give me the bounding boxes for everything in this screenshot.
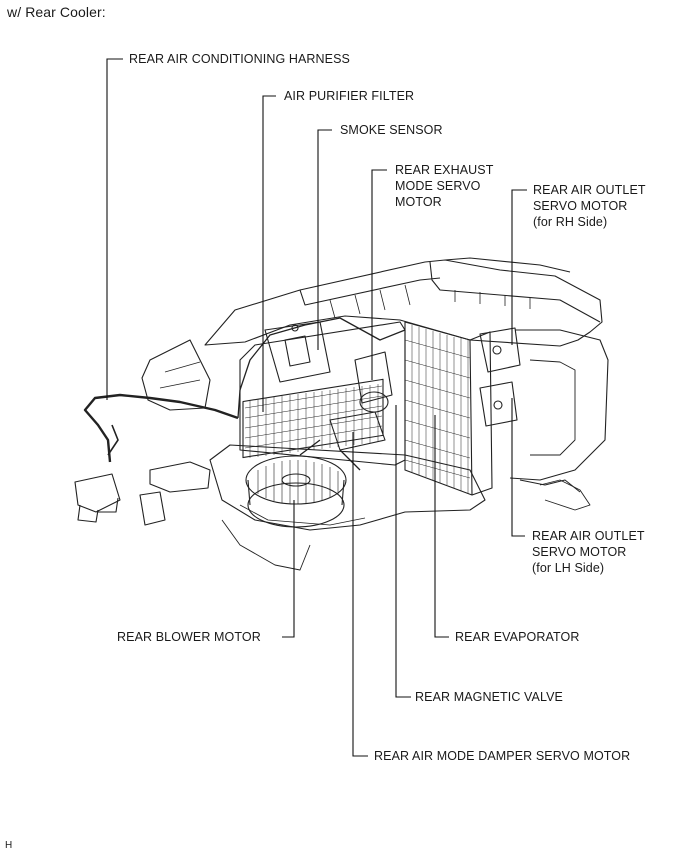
callout-blower-motor: REAR BLOWER MOTOR — [117, 630, 261, 644]
callout-harness: REAR AIR CONDITIONING HARNESS — [129, 52, 350, 66]
smoke-sensor-body — [264, 321, 331, 383]
blower-wheel — [245, 455, 347, 505]
callout-air-purifier-filter: AIR PURIFIER FILTER — [284, 89, 415, 103]
callout-evaporator: REAR EVAPORATOR — [455, 630, 580, 644]
callout-exhaust-line-3: MOTOR — [395, 195, 442, 209]
right-housing-body — [509, 329, 609, 481]
callout-exhaust-line-2: MODE SERVO — [395, 179, 481, 193]
leader-air-mode-damper — [352, 432, 368, 757]
left-housing-end — [141, 339, 211, 411]
leader-evaporator — [434, 415, 449, 638]
page-title: w/ Rear Cooler: — [7, 4, 106, 20]
harness-connector — [74, 473, 121, 513]
callout-exhaust-servo: REAR EXHAUST MODE SERVO MOTOR — [395, 162, 493, 210]
leader-outlet-rh — [511, 189, 527, 345]
blower-vanes — [257, 460, 339, 504]
outlet-servo-rh-body — [479, 327, 521, 373]
callout-outlet-lh-line-1: REAR AIR OUTLET — [532, 529, 645, 543]
air-purifier-filter-panel — [242, 378, 384, 459]
leader-filter — [262, 95, 276, 412]
filter-grid-lines — [244, 384, 383, 458]
callout-outlet-rh-line-1: REAR AIR OUTLET — [533, 183, 646, 197]
callout-outlet-lh-line-3: (for LH Side) — [532, 561, 605, 575]
leader-exhaust — [371, 169, 387, 380]
callout-smoke-sensor: SMOKE SENSOR — [340, 123, 443, 137]
harness-cable — [83, 393, 239, 463]
outlet-servo-lh-body — [479, 381, 518, 427]
leader-blower — [282, 500, 295, 638]
callout-air-mode-damper: REAR AIR MODE DAMPER SERVO MOTOR — [374, 749, 631, 763]
callout-exhaust-line-1: REAR EXHAUST — [395, 163, 494, 177]
damper-servo-body — [329, 411, 386, 451]
upper-duct-housing — [204, 259, 603, 347]
callout-outlet-lh-line-2: SERVO MOTOR — [532, 545, 627, 559]
lower-base — [209, 444, 486, 531]
callout-outlet-servo-lh: REAR AIR OUTLET SERVO MOTOR (for LH Side… — [532, 528, 645, 576]
leader-harness — [106, 58, 123, 400]
evaporator-fins — [404, 325, 471, 494]
leader-outlet-lh — [511, 398, 525, 537]
callout-outlet-rh-line-3: (for RH Side) — [533, 215, 608, 229]
leader-magnetic-valve — [395, 405, 411, 698]
callout-outlet-servo-rh: REAR AIR OUTLET SERVO MOTOR (for RH Side… — [533, 182, 646, 230]
exhaust-servo-body — [354, 351, 393, 404]
leader-smoke — [317, 129, 332, 350]
callout-outlet-rh-line-2: SERVO MOTOR — [533, 199, 628, 213]
callout-magnetic-valve: REAR MAGNETIC VALVE — [415, 690, 563, 704]
figure-code: H — [5, 840, 13, 851]
